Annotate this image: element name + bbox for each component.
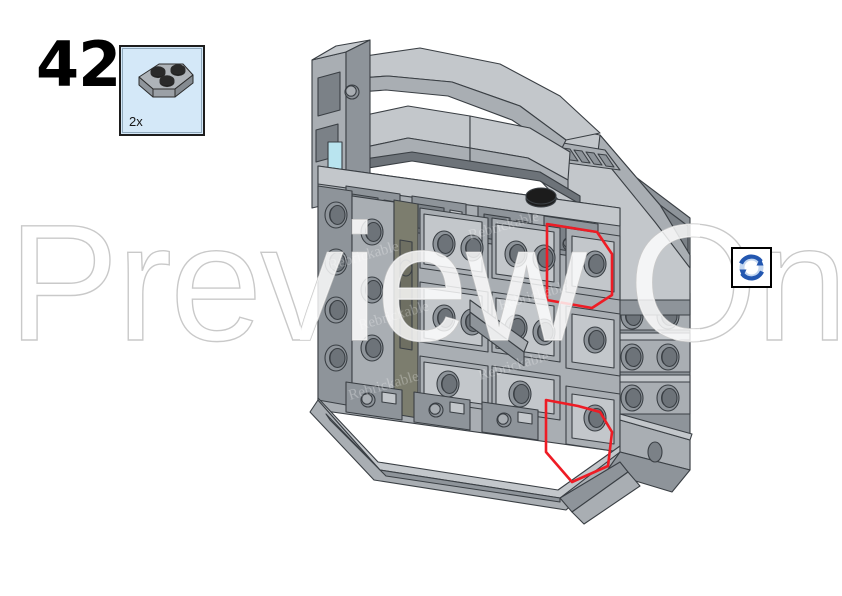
rotate-hint-box[interactable] bbox=[731, 247, 772, 288]
part-highlight-upper bbox=[545, 222, 614, 310]
svg-text:Rebrickable: Rebrickable bbox=[477, 348, 551, 383]
parts-callout-box[interactable]: 2x bbox=[119, 45, 205, 136]
svg-text:Rebrickable: Rebrickable bbox=[357, 298, 431, 333]
watermark-text-outline: Preview Only bbox=[8, 191, 842, 376]
svg-text:Rebrickable: Rebrickable bbox=[497, 278, 571, 313]
step-number: 42 bbox=[36, 28, 121, 101]
svg-text:Rebrickable: Rebrickable bbox=[327, 238, 401, 273]
svg-text:Rebrickable: Rebrickable bbox=[347, 368, 421, 403]
watermark-text-overlay: Preview Only bbox=[8, 191, 842, 376]
part-thumbnail bbox=[125, 51, 203, 109]
rotate-model-icon[interactable] bbox=[733, 249, 770, 286]
svg-text:Rebrickable: Rebrickable bbox=[467, 208, 541, 243]
part-highlight-lower bbox=[544, 398, 614, 484]
part-quantity-label: 2x bbox=[129, 114, 143, 129]
